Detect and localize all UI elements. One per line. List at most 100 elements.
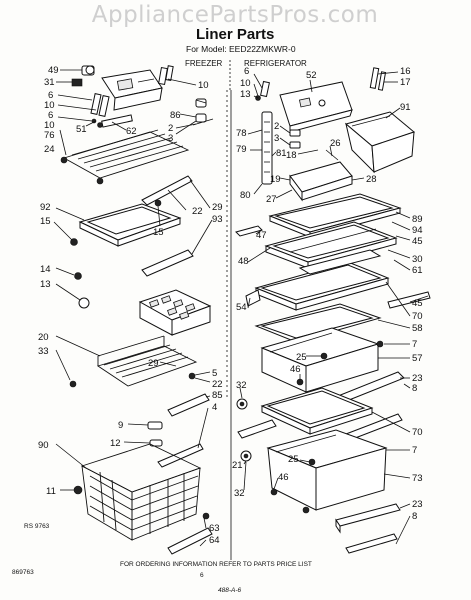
part-dairy-bin <box>344 111 416 174</box>
part-ref-clip <box>289 129 301 137</box>
callout: 21 <box>232 460 243 471</box>
part-rail-54 <box>245 289 261 307</box>
callout: 64 <box>209 535 220 546</box>
callout: 18 <box>286 150 297 161</box>
callout: 13 <box>40 279 51 290</box>
part-ref-control-panel <box>279 81 353 133</box>
callout: 76 <box>44 130 55 141</box>
callout: 15 <box>153 227 164 238</box>
callout: 89 <box>412 214 423 225</box>
callout: 11 <box>46 486 56 497</box>
callout: 25 <box>288 454 299 465</box>
part-stop-63 <box>202 512 210 520</box>
callout: 86 <box>170 110 181 121</box>
part-shelf-rail-2 <box>141 249 194 277</box>
callout: 29 <box>148 358 159 369</box>
callout: 20 <box>38 332 49 343</box>
callout: 23 <box>412 373 423 384</box>
callout: 51 <box>76 124 87 135</box>
part-freezer-basket <box>80 443 202 541</box>
callout: 2 <box>274 121 279 132</box>
callout: 80 <box>240 190 251 201</box>
callout: 46 <box>278 472 289 483</box>
callout: 94 <box>412 225 423 236</box>
center-divider <box>226 60 232 560</box>
callout: 10 <box>44 120 55 131</box>
callout: 2 <box>168 123 173 134</box>
callout: 48 <box>238 256 249 267</box>
callout: 14 <box>40 264 51 275</box>
callout: 17 <box>400 77 411 88</box>
part-light-shield <box>261 111 273 185</box>
part-shelf-brackets <box>90 65 174 128</box>
callout: 19 <box>270 174 281 185</box>
part-roller-32 <box>236 398 248 410</box>
callout: 62 <box>126 126 137 137</box>
callout: 91 <box>400 102 411 113</box>
part-shelf-frame-58 <box>254 303 382 343</box>
model-line: For Model: EED22ZMKWR-0 <box>186 44 296 54</box>
callout: 9 <box>118 420 123 431</box>
ordering-note: FOR ORDERING INFORMATION REFER TO PARTS … <box>120 561 312 568</box>
part-shelf-rail-3 <box>167 393 210 417</box>
callout: 70 <box>412 427 423 438</box>
callout: 31 <box>44 77 55 88</box>
leader-lines <box>53 69 429 547</box>
callout: 79 <box>236 144 247 155</box>
callout: 25 <box>296 352 307 363</box>
handwritten-note: 488-A-6 <box>218 587 242 594</box>
part-control-housing <box>101 69 163 111</box>
part-roller-lower <box>270 488 278 496</box>
part-ice-tray <box>138 289 212 336</box>
callout: 28 <box>366 174 377 185</box>
callout: 10 <box>44 100 55 111</box>
callout: 6 <box>48 90 53 101</box>
callout: 24 <box>44 144 55 155</box>
callout: 29 <box>212 202 223 213</box>
callout: 22 <box>192 206 203 217</box>
callout: 22 <box>212 379 223 390</box>
part-bracket-9 <box>147 421 163 430</box>
callout: 3 <box>274 133 279 144</box>
callout: 10 <box>240 78 251 89</box>
callout: 15 <box>40 216 51 227</box>
callout: 30 <box>412 254 423 265</box>
callout: 73 <box>412 473 423 484</box>
callout: 23 <box>412 499 423 510</box>
part-roller-21 <box>240 450 252 462</box>
part-freezer-wire-shelf <box>60 129 190 185</box>
callout: 93 <box>212 214 223 225</box>
part-bearing-13 <box>78 297 90 309</box>
part-glass-shelf-middle <box>254 249 390 311</box>
callout: 3 <box>168 133 173 144</box>
watermark: AppliancePartsPros.com <box>92 2 378 28</box>
part-ref-clip-2 <box>289 141 301 149</box>
part-stop-46 <box>302 506 310 514</box>
callout: 5 <box>212 368 217 379</box>
part-roller-11 <box>73 485 83 495</box>
refrigerator-label: REFRIGERATOR <box>244 59 307 68</box>
catalog-number: 869763 <box>12 569 34 576</box>
callout: 85 <box>212 390 223 401</box>
callout: 26 <box>330 138 341 149</box>
callout: 10 <box>198 80 209 91</box>
callout: 63 <box>209 523 220 534</box>
part-light-socket <box>81 65 95 76</box>
callout: 61 <box>412 265 423 276</box>
callout: 49 <box>48 65 59 76</box>
part-lower-wire-shelf <box>69 335 198 388</box>
callout: 52 <box>306 70 317 81</box>
callout: 46 <box>290 364 301 375</box>
callout: 54 <box>236 302 247 313</box>
part-stop-14 <box>74 272 82 280</box>
callout: 6 <box>244 66 249 77</box>
part-shelf-rail <box>141 175 193 206</box>
callout: 58 <box>412 323 423 334</box>
callout: 32 <box>234 488 245 499</box>
callout: 12 <box>110 438 121 449</box>
callout: 81 <box>276 148 287 159</box>
part-crisper-shelf <box>260 387 374 435</box>
callout: 57 <box>412 353 423 364</box>
